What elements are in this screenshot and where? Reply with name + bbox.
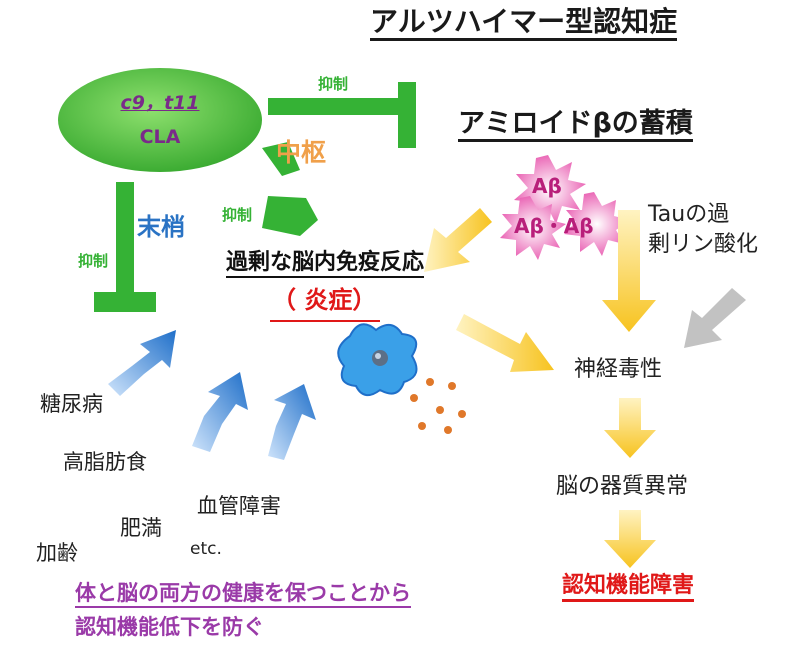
pathway-neurotoxicity: 神経毒性 xyxy=(574,357,663,382)
arrow-abnormality-to-impairment xyxy=(604,510,656,568)
conclusion-line-1: 体と脳の両方の健康を保つことから xyxy=(75,583,411,608)
peripheral-inhibition-symbol xyxy=(94,182,156,312)
abeta-star-3 xyxy=(564,192,630,256)
risk-factor-etc: etc. xyxy=(190,539,222,559)
conclusion-line-2: 認知機能低下を防ぐ xyxy=(75,615,264,639)
immune-reaction-label: 過剰な脳内免疫反応 xyxy=(226,252,425,278)
risk-factor-obesity: 肥満 xyxy=(120,516,162,540)
abeta-star-1 xyxy=(514,155,586,224)
arrow-neurotoxicity-to-abnormality xyxy=(604,398,656,458)
inflammation-label: （ 炎症） xyxy=(272,286,377,314)
inhibition-label-immune: 抑制 xyxy=(222,206,253,224)
cla-label-isomer: c9，t11 xyxy=(120,92,200,114)
arrow-inflammation-to-neurotoxicity xyxy=(456,314,554,372)
diagram-title: アルツハイマー型認知症 xyxy=(370,8,678,41)
central-inhibition-symbol xyxy=(268,82,416,148)
arrow-abeta-to-neurotoxicity xyxy=(602,210,656,332)
abeta-star-2 xyxy=(500,196,566,260)
cytokine-dots xyxy=(410,378,466,434)
inhibition-label-central: 抑制 xyxy=(318,75,349,93)
arrow-tau-to-neurotoxicity xyxy=(684,288,746,348)
cla-label: CLA xyxy=(139,126,181,148)
abeta-label-1: Aβ xyxy=(532,174,562,198)
cognitive-impairment-label: 認知機能障害 xyxy=(562,575,695,602)
blue-arrows xyxy=(108,330,316,460)
arrow-amyloid-to-immune xyxy=(424,208,492,272)
yellow-arrows xyxy=(424,208,656,568)
microglia-cell xyxy=(337,323,418,397)
tau-label: Tauの過 剰リン酸化 xyxy=(648,202,759,257)
inhibition-arrow-central xyxy=(262,142,318,236)
peripheral-label: 末梢 xyxy=(137,213,185,241)
blue-arrow-1 xyxy=(108,330,176,396)
risk-factor-high-fat-diet: 高脂肪食 xyxy=(63,450,147,474)
central-label: 中枢 xyxy=(276,138,327,167)
amyloid-label: アミロイドβの蓄積 xyxy=(458,110,693,142)
abeta-aggregates xyxy=(500,155,630,260)
blue-arrow-2 xyxy=(192,372,248,452)
inhibition-label-peripheral: 抑制 xyxy=(78,252,109,270)
cla-ellipse xyxy=(58,68,262,172)
risk-factor-diabetes: 糖尿病 xyxy=(40,392,103,416)
risk-factor-aging: 加齢 xyxy=(36,541,78,565)
abeta-label-2: Aβ・Aβ xyxy=(514,214,594,238)
blue-arrow-3 xyxy=(268,384,316,460)
pathway-brain-abnormality: 脳の器質異常 xyxy=(556,474,689,499)
inflammation-underline xyxy=(270,320,380,322)
risk-factor-vascular: 血管障害 xyxy=(197,494,281,518)
